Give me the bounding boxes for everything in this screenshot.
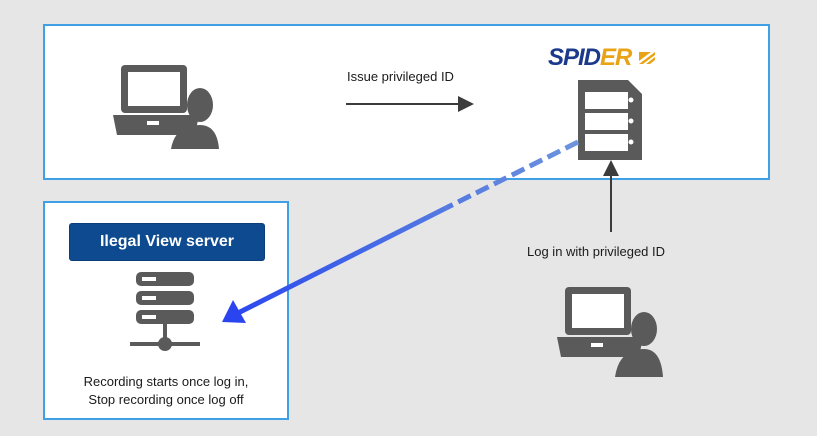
recording-arrow <box>222 139 580 323</box>
server-icon <box>578 80 642 160</box>
caption-line-1: Recording starts once log in, <box>83 374 249 389</box>
login-arrow <box>603 160 619 232</box>
caption-line-2: Stop recording once log off <box>88 392 244 407</box>
spider-logo: SPIDER <box>548 44 657 72</box>
laptop-user-icon <box>113 65 219 149</box>
issue-arrow <box>346 96 474 112</box>
login-label: Log in with privileged ID <box>527 244 666 259</box>
laptop-user-icon <box>557 287 663 377</box>
network-server-icon <box>130 272 200 351</box>
issue-id-label: Issue privileged ID <box>347 69 454 84</box>
view-server-title: Ilegal View server <box>70 224 264 260</box>
recording-caption: Recording starts once log in, Stop recor… <box>43 373 289 409</box>
